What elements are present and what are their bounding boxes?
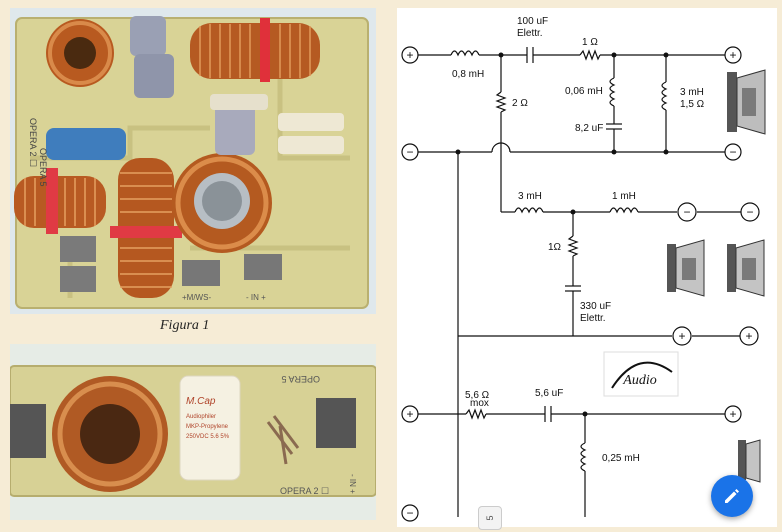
svg-text:+: + [406,407,413,421]
svg-text:+: + [729,48,736,62]
label-1ohm: 1 Ω [582,37,598,48]
label-3mh-mid: 3 mH [518,191,542,202]
mid-minus-terminal-a [677,202,697,222]
board-label-opera2: OPERA 2 ☐ [28,118,38,167]
mid-speaker-icon-2 [727,239,765,297]
board-label-opera2-b: OPERA 2 ☐ [280,486,329,496]
inductor-1mh-mid [609,207,639,214]
tweeter-input-plus-terminal [401,405,419,423]
mid-speaker-icon-1 [667,239,705,297]
mkp-capacitor: M.Cap Audiophiler MKP-Propylene 250VDC 5… [179,375,241,481]
label-08mh: 0,8 mH [452,69,484,80]
pencil-icon [725,489,739,503]
svg-text:−: − [729,145,736,159]
crossover-board-photo-bottom: M.Cap Audiophiler MKP-Propylene 250VDC 5… [10,344,376,520]
input-plus-terminal [401,46,419,64]
svg-text:Audiophiler: Audiophiler [186,414,216,420]
board-label-opera5-b: OPERA 5 [281,374,320,384]
svg-text:+: + [678,329,685,343]
label-15ohm: 1,5 Ω [680,99,705,110]
input-minus-terminal [401,143,419,161]
svg-text:−: − [406,145,413,159]
air-coil-2 [190,18,320,82]
svg-text:MKP-Propylene: MKP-Propylene [186,424,229,430]
mid-plus-terminal-a [672,326,692,346]
label-100uf: 100 uF [517,16,548,27]
label-025mh: 0,25 mH [602,453,640,464]
page-indicator: 5 [478,506,502,530]
core-coil [172,153,272,253]
svg-text:−: − [683,205,690,219]
tweeter-input-minus-terminal [401,504,419,522]
air-coil-1 [46,19,114,87]
core-coil-bottom [52,376,168,492]
crossover-board-photo-top: OPERA 2 ☐ OPERA 5 +M/WS- - IN + [10,8,376,314]
inductor-3mh-mid [514,207,544,214]
inductor-006mh [609,77,616,107]
electrolytic-capacitors [130,16,255,155]
inductor-08mh [450,50,480,57]
resistor-1ohm [579,49,601,61]
label-100uf-type: Elettr. [517,28,543,39]
resistor-bundle [266,415,300,465]
woofer-speaker-icon [727,69,766,135]
label-1ohm-mid: 1Ω [548,242,562,253]
resistor-2ohm [495,91,507,113]
tweeter-plus-terminal [724,405,742,423]
label-330uf-type: Elettr. [580,313,606,324]
label-56ohm: 5,6 Ω [465,390,490,401]
inductor-025mh [580,442,587,472]
woofer-plus-terminal [724,46,742,64]
crossover-schematic: + − + − − − + + + + − Audio [397,8,777,527]
svg-text:−: − [406,506,413,520]
label-2ohm: 2 Ω [512,98,528,109]
board-label-mws: +M/WS- [182,293,211,302]
air-coil-3 [14,168,106,234]
label-56uf: 5,6 uF [535,388,563,399]
label-006mh: 0,06 mH [565,86,603,97]
board-illustration-bottom: M.Cap Audiophiler MKP-Propylene 250VDC 5… [10,344,376,520]
audio-logo: Audio [603,351,679,397]
tweeter-speaker-icon [738,439,761,483]
schematic-svg: + − + − − − + + + + − Audio [401,16,766,522]
resistor-1ohm-mid [567,235,579,257]
film-capacitor [46,128,126,160]
inductor-3mh-parallel [661,81,668,111]
woofer-minus-terminal [724,143,742,161]
svg-text:−: − [746,205,753,219]
figure-caption: Figura 1 [160,318,210,333]
edit-fab-button[interactable] [711,475,753,517]
resistor-56ohm [465,408,487,420]
air-coil-4 [110,158,182,298]
cap-brand: M.Cap [186,396,216,407]
svg-text:+: + [729,407,736,421]
mid-plus-terminal-b [739,326,759,346]
terminal-right [316,398,356,448]
mid-minus-terminal-b [740,202,760,222]
logo-text: Audio [622,373,656,388]
board-label-in: - IN + [246,293,266,302]
board-label-opera5: OPERA 5 [38,148,48,187]
label-1mh-mid: 1 mH [612,191,636,202]
svg-text:+: + [745,329,752,343]
terminal-left [10,404,46,458]
label-330uf: 330 uF [580,301,611,312]
board-label-in-b: - IN + [348,474,357,494]
label-mox: mox [470,398,489,409]
svg-text:+: + [406,48,413,62]
input-terminals [60,236,282,292]
power-resistors [210,94,344,154]
label-82uf: 8,2 uF [575,123,603,134]
svg-text:250VDC 5.6 5%: 250VDC 5.6 5% [186,434,230,440]
board-illustration-top: OPERA 2 ☐ OPERA 5 +M/WS- - IN + [10,8,376,314]
label-3mh: 3 mH [680,87,704,98]
